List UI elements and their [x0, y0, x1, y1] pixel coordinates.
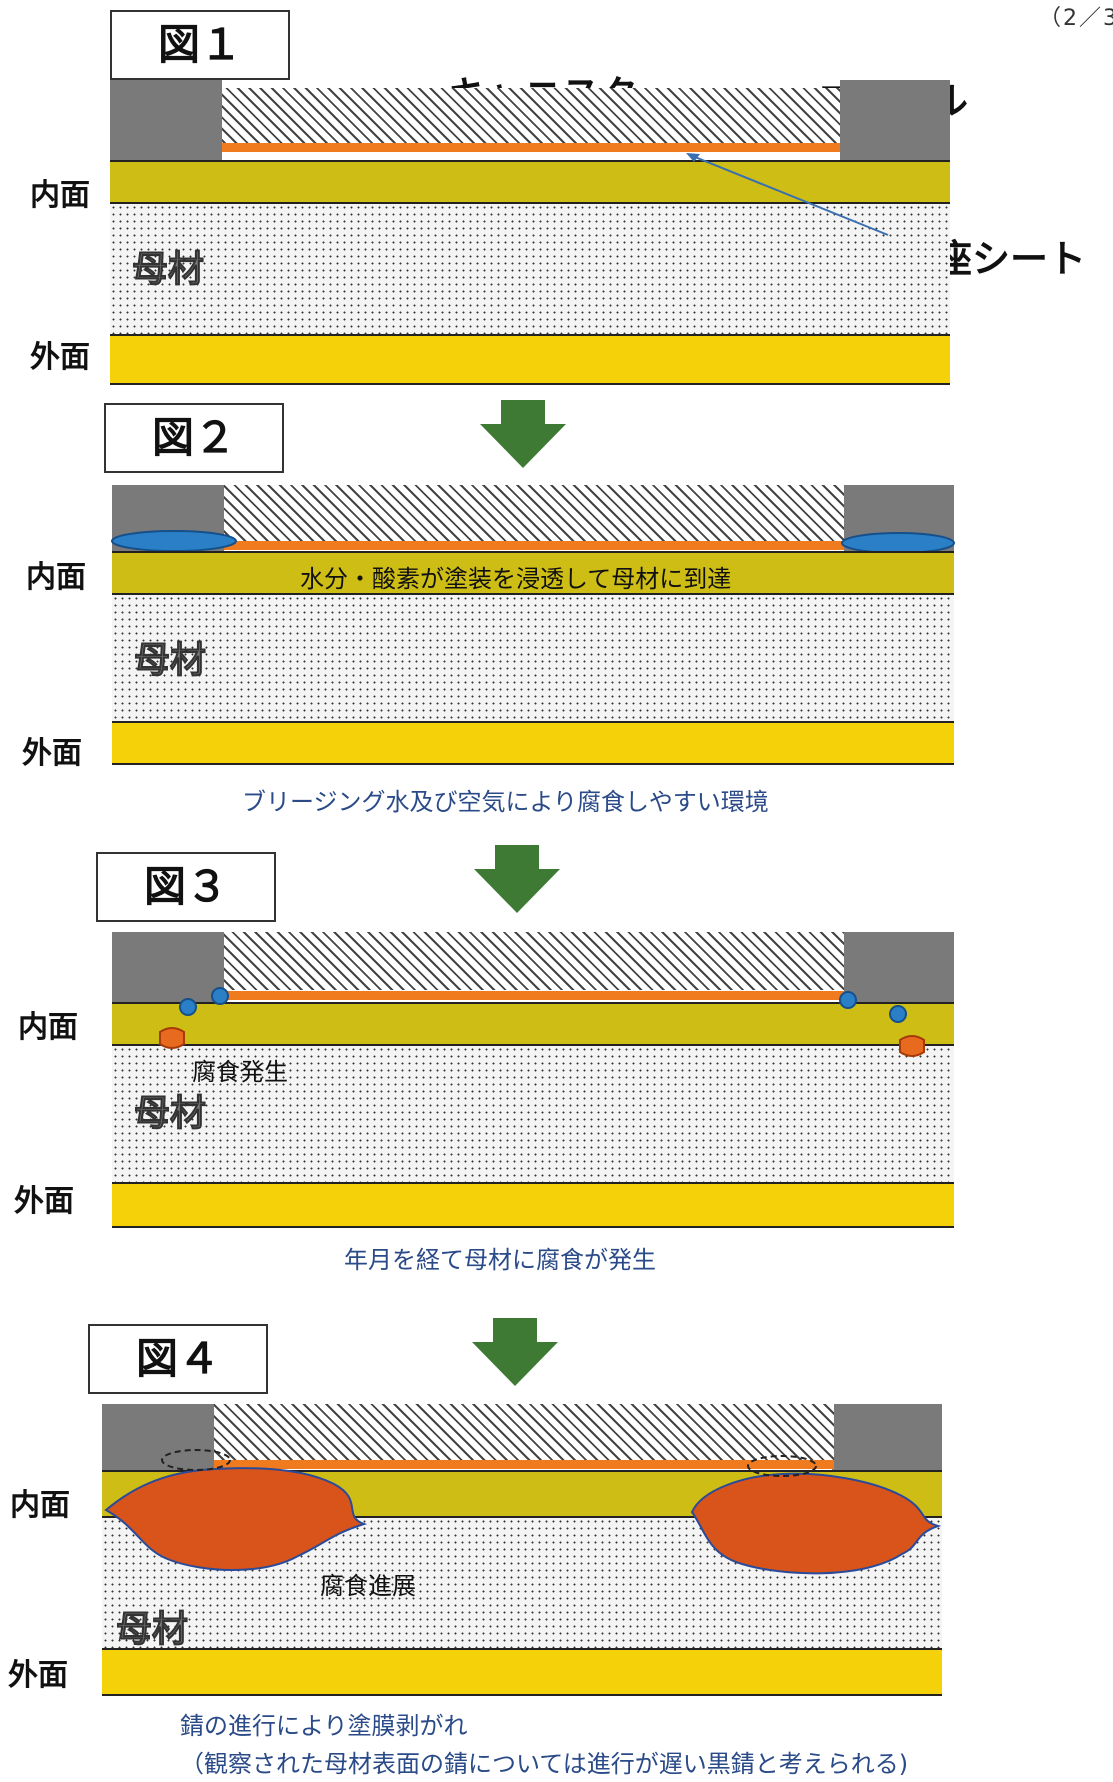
- figure-3-title: 図３: [96, 852, 276, 922]
- figure-4-caption-line-1: 錆の進行により塗膜剥がれ: [180, 1712, 468, 1740]
- base-metal: [110, 204, 950, 334]
- figure-3-caption: 年月を経て母材に腐食が発生: [344, 1246, 656, 1274]
- down-arrow-3: [472, 1318, 558, 1386]
- figure-4-diagram: 腐食進展 母材: [102, 1404, 942, 1700]
- base-sheet: [224, 991, 844, 1000]
- base-sheet: [224, 541, 844, 550]
- page-number: （2／3: [1039, 6, 1113, 31]
- inner-surface-label: 内面: [26, 560, 86, 595]
- canister: [224, 932, 844, 990]
- corrosion-onset-note: 腐食発生: [192, 1058, 288, 1086]
- water-droplets: [159, 987, 925, 1057]
- outer-coating: [110, 334, 950, 385]
- outer-coating: [112, 721, 954, 765]
- inner-coating: [110, 160, 950, 204]
- base-sheet: [214, 1460, 834, 1469]
- rust-masses: [104, 1449, 942, 1575]
- canister: [222, 88, 840, 150]
- mortar-left: [110, 80, 222, 162]
- base-metal-label: 母材: [115, 1609, 189, 1651]
- figure-2-caption: ブリージング水及び空気により腐食しやすい環境: [242, 788, 769, 816]
- outer-surface-label: 外面: [14, 1184, 74, 1219]
- inner-surface-label: 内面: [18, 1010, 78, 1045]
- base-metal: [112, 1046, 954, 1182]
- base-metal: [112, 595, 954, 721]
- mortar-left: [112, 932, 224, 1002]
- inner-surface-label: 内面: [30, 178, 90, 213]
- outer-surface-label: 外面: [22, 736, 82, 771]
- outer-surface-label: 外面: [8, 1658, 68, 1693]
- canister: [224, 485, 844, 541]
- inner-surface-label: 内面: [10, 1488, 70, 1523]
- figure-4-title: 図４: [88, 1324, 268, 1394]
- base-metal-label: 母材: [133, 640, 207, 682]
- figure-2-title: 図２: [104, 403, 284, 473]
- figure-3-diagram: 腐食発生 母材: [112, 932, 954, 1232]
- mortar-right: [832, 1404, 942, 1470]
- figure-2-diagram: 水分・酸素が塗装を浸透して母材に到達 母材: [111, 485, 955, 781]
- figure-4-caption-line-2: （観察された母材表面の錆については進行が遅い黒錆と考えられる): [180, 1750, 909, 1778]
- corrosion-progress-note: 腐食進展: [320, 1572, 416, 1600]
- figure-1-diagram: 母材: [110, 80, 950, 385]
- base-metal-label: 母材: [133, 1093, 207, 1135]
- water-oxygen-note: 水分・酸素が塗装を浸透して母材に到達: [300, 565, 732, 593]
- base-sheet: [222, 143, 840, 152]
- base-metal-label: 母材: [131, 249, 205, 291]
- outer-coating: [102, 1648, 942, 1696]
- inner-coating: [112, 1002, 954, 1046]
- figure-1-title: 図１: [110, 10, 290, 80]
- outer-surface-label: 外面: [30, 340, 90, 375]
- mortar-right: [840, 80, 950, 162]
- down-arrow-1: [480, 400, 566, 468]
- outer-coating: [112, 1182, 954, 1228]
- base-sheet-pointer: [686, 153, 889, 236]
- canister: [214, 1404, 834, 1460]
- down-arrow-2: [474, 845, 560, 913]
- mortar-right: [844, 932, 954, 1002]
- inner-coating: [112, 551, 954, 595]
- mortar-left: [102, 1404, 214, 1470]
